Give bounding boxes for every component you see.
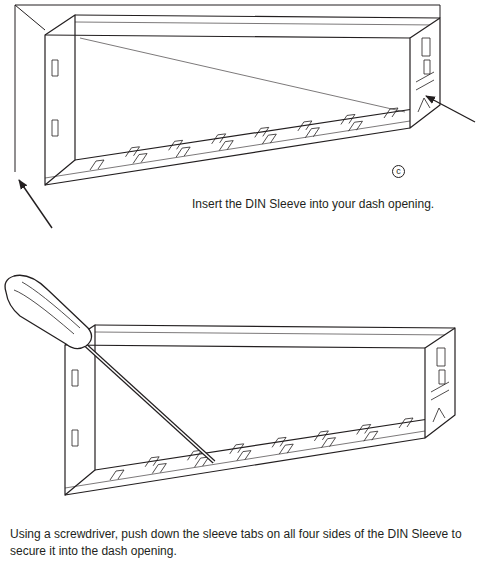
- sleeve-tab: [133, 154, 147, 164]
- insert-arrow: [426, 96, 475, 122]
- dash-plate: [15, 5, 440, 172]
- sleeve-tab: [237, 451, 251, 461]
- sleeve-tab: [341, 114, 355, 124]
- din-sleeve: [45, 15, 440, 185]
- din-sleeve: [65, 325, 455, 495]
- sleeve-tab: [145, 457, 159, 467]
- sleeve-tab: [230, 444, 244, 454]
- sleeve-tab: [262, 134, 276, 144]
- instruction-caption: Insert the DIN Sleeve into your dash ope…: [192, 196, 482, 213]
- sleeve-tab: [212, 134, 226, 144]
- sleeve-tab: [152, 464, 166, 474]
- sleeve-tab: [348, 121, 362, 131]
- sleeve-tab: [357, 424, 371, 434]
- sleeve-tab: [305, 128, 319, 138]
- sleeve-tab: [187, 450, 201, 460]
- sleeve-tab: [399, 418, 413, 428]
- sleeve-tab: [90, 160, 104, 170]
- sleeve-tab: [364, 431, 378, 441]
- sleeve-tab: [384, 108, 398, 118]
- sleeve-tab: [279, 444, 293, 454]
- callout-letter: c: [392, 165, 405, 178]
- sleeve-tab: [219, 141, 233, 151]
- instruction-caption: Using a screwdriver, push down the sleev…: [10, 526, 476, 560]
- sleeve-tab: [298, 121, 312, 131]
- insert-arrow: [19, 180, 52, 228]
- sleeve-tab: [314, 431, 328, 441]
- screwdriver: [5, 275, 214, 462]
- sleeve-tab: [322, 438, 336, 448]
- sleeve-tab: [195, 457, 209, 467]
- sleeve-tab: [169, 140, 183, 150]
- sleeve-tab: [255, 127, 269, 137]
- sleeve-tab: [272, 437, 286, 447]
- sleeve-tab: [110, 470, 124, 480]
- sleeve-tab: [176, 147, 190, 157]
- sleeve-tab: [126, 147, 140, 157]
